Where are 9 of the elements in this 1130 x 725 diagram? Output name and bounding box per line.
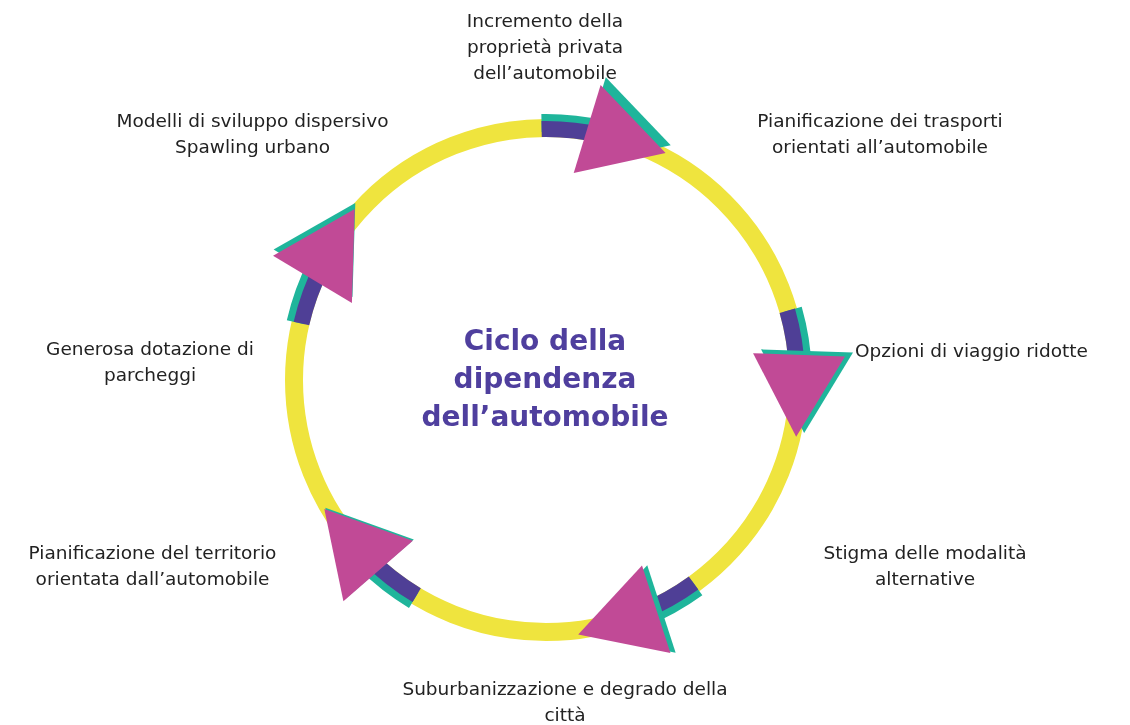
stage-label: Pianificazione del territorio orientata dall’automobile (27, 541, 278, 591)
stage-label: Pianificazione dei trasporti orientati all’automobile (756, 109, 1004, 159)
stage-label: Modelli di sviluppo dispersivo Spawling urbano (115, 109, 390, 159)
stage-label: Stigma delle modalità alternative (822, 541, 1028, 591)
diagram-title: Ciclo della dipendenza dell’automobile (420, 323, 670, 435)
stage-label: Generosa dotazione di parcheggi (45, 337, 255, 387)
stage-label: Suburbanizzazione e degrado della città (401, 677, 729, 725)
stage-label: Incremento della proprietà privata dell’automobile (465, 9, 625, 85)
stage-label: Opzioni di viaggio ridotte (855, 339, 1089, 363)
